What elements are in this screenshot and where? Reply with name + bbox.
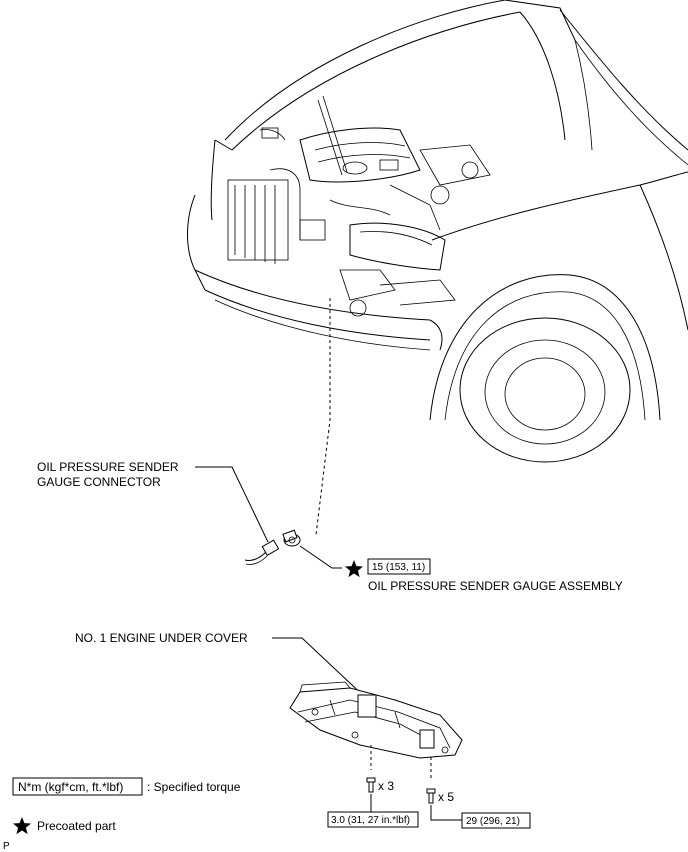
sender-assembly-label: OIL PRESSURE SENDER GAUGE ASSEMBLY (368, 579, 623, 593)
sender-torque-value: 15 (153, 11) (372, 562, 425, 573)
under-cover-illustration (289, 681, 463, 759)
corner-mark: P (3, 841, 10, 852)
legend: N*m (kgf*cm, ft.*lbf) : Specified torque… (12, 777, 241, 835)
engine-components (259, 127, 491, 317)
bolt-icon (366, 777, 376, 793)
sender-torque-box (367, 558, 431, 575)
connector-label-line1: OIL PRESSURE SENDER (37, 460, 179, 474)
sender-gauge-group: OIL PRESSURE SENDER GAUGE CONNECTOR 15 (… (37, 460, 623, 593)
connector-illustration (244, 539, 280, 565)
under-cover-group: NO. 1 ENGINE UNDER COVER x 3 3.0 (31, 27… (75, 631, 531, 829)
bolt-a-quantity: x 3 (378, 779, 394, 793)
star-icon (13, 817, 31, 835)
locator-line (315, 298, 331, 536)
star-icon (345, 560, 363, 578)
vehicle-front-illustration (187, 0, 688, 463)
legend-torque-box (12, 777, 143, 796)
under-cover-label: NO. 1 ENGINE UNDER COVER (75, 631, 248, 645)
bolt-a-torque-box (327, 811, 419, 828)
bolt-b-quantity: x 5 (438, 790, 454, 804)
bolt-icon (426, 788, 436, 804)
bolt-b-leader (430, 805, 462, 821)
connector-leader (195, 466, 269, 543)
connector-label-line2: GAUGE CONNECTOR (37, 475, 161, 489)
legend-torque-box-text: N*m (kgf*cm, ft.*lbf) (18, 780, 123, 794)
bolt-a-torque-value: 3.0 (31, 27 in.*lbf) (331, 815, 410, 826)
under-cover-leader (272, 637, 369, 701)
legend-precoat-text: Precoated part (37, 819, 116, 833)
bolt-b-torque-value: 29 (296, 21) (466, 816, 520, 827)
bolt-b-torque-box (461, 812, 531, 829)
legend-torque-text: : Specified torque (147, 780, 241, 794)
sender-leader (299, 545, 342, 569)
sender-gauge-illustration (282, 529, 301, 547)
